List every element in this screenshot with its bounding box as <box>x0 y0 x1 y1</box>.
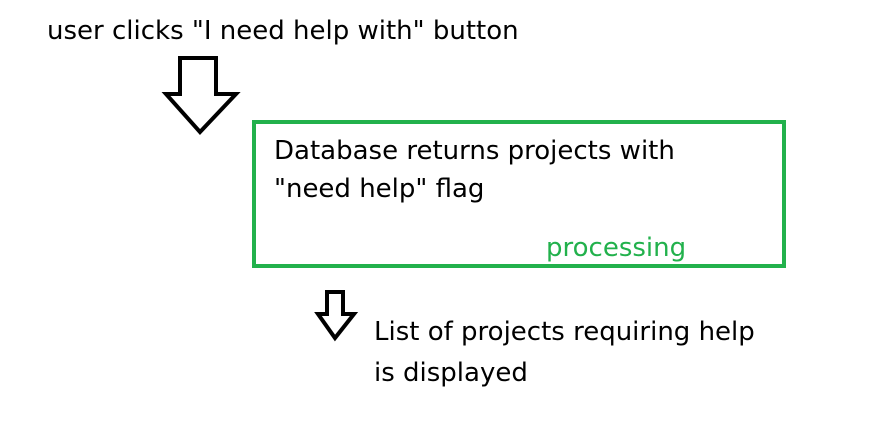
projects-list-text-line2: is displayed <box>374 358 528 388</box>
database-returns-text-line1: Database returns projects with <box>274 136 675 166</box>
projects-list-text-line1: List of projects requiring help <box>374 317 755 347</box>
down-arrow-icon <box>314 290 359 342</box>
database-returns-text-line2: "need help" flag <box>274 174 485 204</box>
processing-step-box <box>252 120 786 268</box>
step-user-clicks-text: user clicks "I need help with" button <box>47 16 519 46</box>
processing-label: processing <box>546 233 687 263</box>
down-arrow-icon <box>161 56 241 135</box>
